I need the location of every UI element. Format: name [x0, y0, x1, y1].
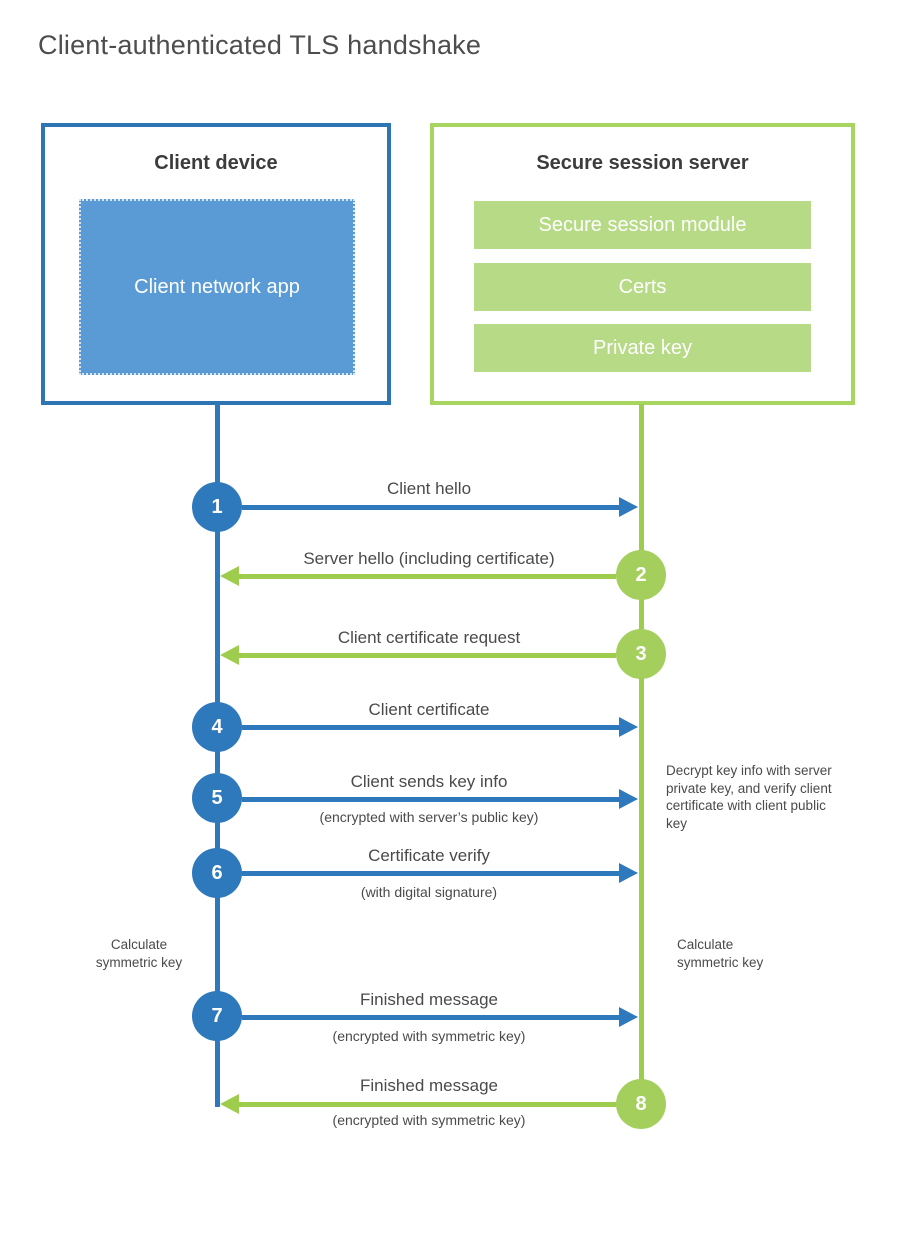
message-arrow — [220, 645, 616, 665]
arrow-right-icon — [619, 789, 638, 809]
message-arrow — [242, 789, 638, 809]
message-arrow — [242, 717, 638, 737]
client-lifeline — [215, 404, 220, 1107]
server-module-bar: Secure session module — [474, 201, 811, 249]
message-label: Client certificate request — [337, 628, 521, 647]
step-number: 8 — [635, 1092, 647, 1115]
arrow-shaft — [235, 1102, 616, 1107]
step-circle-6: 6 — [192, 848, 242, 898]
message-label: Finished message — [360, 1076, 498, 1095]
message-label: Client hello — [386, 479, 472, 498]
arrow-shaft — [242, 1015, 623, 1020]
server-calculate-note: Calculate symmetric key — [677, 937, 764, 970]
message-label: Server hello (including certificate) — [303, 549, 555, 568]
step-number: 4 — [211, 715, 223, 738]
step-circle-1: 1 — [192, 482, 242, 532]
message-sublabel: (encrypted with symmetric key) — [332, 1112, 526, 1128]
arrow-right-icon — [619, 1007, 638, 1027]
arrow-shaft — [242, 725, 623, 730]
client-calculate-note: Calculate symmetric key — [95, 937, 183, 970]
step-circle-4: 4 — [192, 702, 242, 752]
step-circle-7: 7 — [192, 991, 242, 1041]
message-label: Certificate verify — [368, 846, 490, 865]
message-label: Client certificate — [368, 700, 490, 719]
message-arrow — [242, 497, 638, 517]
step-number: 7 — [211, 1004, 223, 1027]
arrow-shaft — [242, 797, 623, 802]
certs-label: Certs — [618, 275, 667, 298]
step-circle-3: 3 — [616, 629, 666, 679]
client-device-title: Client device — [154, 152, 278, 174]
server-module-bar: Private key — [474, 324, 811, 372]
arrow-shaft — [235, 574, 616, 579]
arrow-shaft — [242, 871, 623, 876]
arrow-right-icon — [619, 497, 638, 517]
arrow-shaft — [242, 505, 623, 510]
client-network-app-box: Client network app — [79, 199, 355, 375]
private-key-label: Private key — [593, 336, 692, 359]
step-number: 1 — [211, 495, 223, 518]
client-device-box: Client device Client network app — [41, 123, 391, 405]
step-circle-8: 8 — [616, 1079, 666, 1129]
client-network-app-label: Client network app — [134, 275, 300, 298]
step-circle-2: 2 — [616, 550, 666, 600]
page-title: Client-authenticated TLS handshake — [38, 30, 482, 60]
step-number: 2 — [635, 563, 647, 586]
step-number: 5 — [211, 786, 223, 809]
message-label: Finished message — [360, 990, 498, 1009]
message-arrow — [220, 1094, 616, 1114]
step-circle-5: 5 — [192, 773, 242, 823]
arrow-right-icon — [619, 863, 638, 883]
server-lifeline — [639, 404, 644, 1104]
secure-session-server-box: Secure session server Secure session mod… — [430, 123, 855, 405]
message-sublabel: (with digital signature) — [360, 884, 498, 900]
step-number: 6 — [211, 861, 223, 884]
message-sublabel: (encrypted with symmetric key) — [332, 1028, 526, 1044]
server-decrypt-note: Decrypt key info with server private key… — [666, 763, 832, 831]
message-arrow — [242, 863, 638, 883]
message-sublabel: (encrypted with server’s public key) — [319, 809, 539, 825]
arrow-left-icon — [220, 1094, 239, 1114]
secure-session-server-title: Secure session server — [536, 152, 749, 174]
message-arrow — [220, 566, 616, 586]
secure-session-module-label: Secure session module — [538, 213, 747, 236]
step-number: 3 — [635, 642, 647, 665]
message-arrow — [242, 1007, 638, 1027]
arrow-left-icon — [220, 645, 239, 665]
arrow-left-icon — [220, 566, 239, 586]
arrow-right-icon — [619, 717, 638, 737]
arrow-shaft — [235, 653, 616, 658]
server-module-bar: Certs — [474, 263, 811, 311]
message-label: Client sends key info — [350, 772, 508, 791]
